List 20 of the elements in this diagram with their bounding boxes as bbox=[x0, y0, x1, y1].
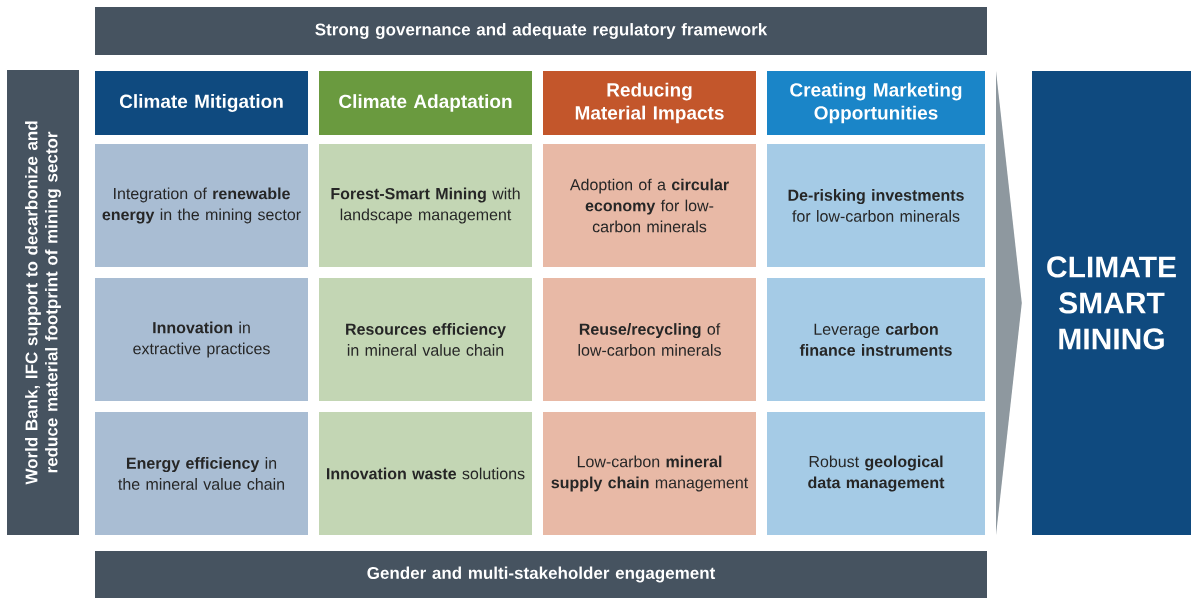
content-box: Reuse/recycling of low-carbon minerals bbox=[543, 278, 756, 401]
column-header: Creating Marketing Opportunities bbox=[767, 71, 985, 135]
content-box: Adoption of a circular economy for low-carbon minerals bbox=[543, 144, 756, 267]
content-box: Low-carbon mineral supply chain management bbox=[543, 412, 756, 535]
content-box: Innovation waste solutions bbox=[319, 412, 532, 535]
content-box: Integration of renewable energy in the mining sector bbox=[95, 144, 308, 267]
side-banner: World Bank, IFC support to decarbonize and reduce material footprint of mining sector bbox=[7, 70, 79, 535]
content-box: Innovation in extractive practices bbox=[95, 278, 308, 401]
content-box: Energy efficiency in the mineral value chain bbox=[95, 412, 308, 535]
result-box: CLIMATE SMART MINING bbox=[1032, 71, 1191, 535]
content-box: Robust geological data management bbox=[767, 412, 985, 535]
column-header: Reducing Material Impacts bbox=[543, 71, 756, 135]
content-box: De-risking investments for low-carbon minerals bbox=[767, 144, 985, 267]
column-header: Climate Adaptation bbox=[319, 71, 532, 135]
banner: Strong governance and adequate regulatory framework bbox=[95, 7, 987, 55]
column-header: Climate Mitigation bbox=[95, 71, 308, 135]
content-box: Resources efficiency in mineral value chain bbox=[319, 278, 532, 401]
content-box: Forest-Smart Mining with landscape management bbox=[319, 144, 532, 267]
banner: Gender and multi-stakeholder engagement bbox=[95, 551, 987, 598]
content-box: Leverage carbon finance instruments bbox=[767, 278, 985, 401]
